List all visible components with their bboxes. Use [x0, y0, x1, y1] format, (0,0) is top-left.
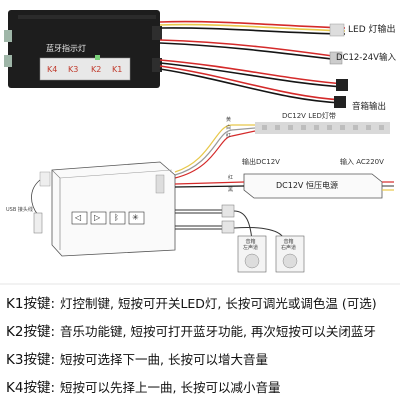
usb-cable-label: USB 接头线 — [6, 207, 33, 213]
light-icon: ✳ — [132, 213, 139, 222]
controller-photo — [4, 10, 162, 88]
key-desc-k4: K4按键: 短按可以先择上一曲, 长按可以减小音量 — [6, 376, 280, 396]
output-dc12v-label: 输出DC12V — [242, 158, 280, 166]
wire-white-label: 白 — [226, 125, 232, 131]
psu-wire-black-label: 黑 — [228, 187, 234, 193]
speaker-right — [275, 235, 305, 273]
photo-connectors — [329, 23, 348, 108]
wire-red-label: 红 — [226, 133, 232, 139]
bt-indicator-label: 蓝牙指示灯 — [46, 44, 86, 53]
key-desc-k4-key: K4按键: — [6, 380, 55, 396]
prev-button-icon: ◁ — [75, 213, 82, 222]
input-ac220v-label: 输入 AC220V — [340, 158, 384, 166]
led-output-label: LED 灯输出 — [348, 25, 396, 35]
key-desc-k2-text: 音乐功能键, 短按可打开蓝牙功能, 再次短按可以关闭蓝牙 — [60, 324, 376, 339]
usb-cable — [31, 179, 41, 216]
psu-label: DC12V 恒压电源 — [276, 181, 338, 190]
photo-wires — [159, 20, 346, 104]
psu-wire-red-label: 红 — [228, 175, 234, 181]
diagram-buttons — [71, 211, 145, 225]
bluetooth-icon: ᛒ — [114, 213, 119, 222]
speaker-left-label: 音箱 左声道 — [243, 239, 259, 251]
key-desc-k1: K1按键: 灯控制键, 短按可开关LED灯, 长按可调光或调色温 (可选) — [6, 292, 377, 312]
usb-plug — [33, 212, 43, 234]
wire-yellow-label: 黄 — [226, 117, 232, 123]
key-desc-k1-key: K1按键: — [6, 296, 55, 312]
key-desc-k3-key: K3按键: — [6, 352, 55, 368]
speaker-left — [237, 235, 267, 273]
power-input-label: DC12-24V输入 — [336, 53, 396, 63]
key-desc-k1-text: 灯控制键, 短按可开关LED灯, 长按可调光或调色温 (可选) — [60, 296, 377, 311]
strip-wires — [174, 124, 256, 179]
power-supply — [243, 173, 383, 199]
key-k4-label: K4 — [47, 65, 58, 74]
led-strip — [255, 122, 390, 134]
key-k2-label: K2 — [91, 65, 102, 74]
key-desc-k4-text: 短按可以先择上一曲, 长按可以减小音量 — [60, 380, 281, 395]
key-desc-k2-key: K2按键: — [6, 324, 55, 340]
speaker-right-label: 音箱 右声道 — [281, 239, 297, 251]
key-desc-k3-text: 短按可选择下一曲, 长按可以增大音量 — [60, 352, 268, 367]
psu-wires — [174, 181, 394, 191]
key-desc-k3: K3按键: 短按可选择下一曲, 长按可以增大音量 — [6, 348, 268, 368]
key-desc-k2: K2按键: 音乐功能键, 短按可打开蓝牙功能, 再次短按可以关闭蓝牙 — [6, 320, 376, 340]
key-k3-label: K3 — [68, 65, 79, 74]
speaker-output-label: 音箱输出 — [352, 102, 387, 112]
speaker-connectors — [221, 204, 235, 234]
key-k1-label: K1 — [112, 65, 123, 74]
strip-label: DC12V LED灯带 — [282, 112, 336, 120]
next-button-icon: ▷ — [94, 213, 101, 222]
controller-diagram — [39, 161, 176, 257]
